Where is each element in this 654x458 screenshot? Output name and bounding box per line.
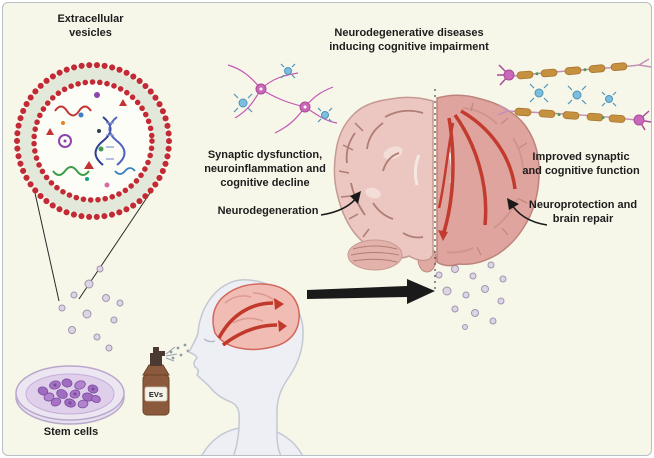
mirna-icon: [114, 167, 136, 175]
diseased-neurons: [227, 63, 338, 134]
nasal-spray-bottle: [142, 347, 170, 416]
stem-cells-cluster: [37, 378, 101, 409]
bottle-label-sticker: [144, 386, 168, 402]
vesicle-illustration: [14, 62, 172, 220]
lipid-bilayer-outer-heads: [14, 62, 172, 220]
left-effects-label: Synaptic dysfunction, neuroinflammation …: [204, 149, 326, 189]
rna-icon: [54, 105, 92, 117]
healthy-neurons: [497, 58, 651, 131]
healthy-hemisphere: [436, 94, 540, 267]
repair-tracts: [437, 109, 517, 241]
mrna-icon: [52, 166, 90, 176]
neurodegeneration-arrow: [320, 191, 361, 216]
spray-mist: [165, 343, 190, 362]
petri-dish: [15, 365, 125, 425]
lipid-bilayer-inner-heads: [31, 79, 155, 203]
bottle-label: EVs: [148, 390, 164, 399]
right-effects-label: Improved synaptic and cognitive function: [522, 151, 640, 177]
coronal-brain-section: [333, 89, 540, 293]
lipid-tails-ring: [19, 67, 167, 215]
ev-particles-left: [58, 265, 124, 352]
myelin-sheaths-bottom: [514, 107, 626, 123]
main-title: Neurodegenerative diseases inducing cogn…: [329, 27, 489, 53]
cerebellum: [347, 239, 403, 271]
neurodegeneration-label: Neurodegeneration: [217, 205, 319, 217]
brain-uptake-arrows: [217, 298, 287, 347]
dna-icon: [94, 116, 126, 166]
neuroprotection-arrow: [507, 198, 548, 226]
vesicle-lumen: [36, 84, 150, 198]
astrocyte-cells: [529, 83, 617, 107]
cargo-molecules: [46, 92, 127, 188]
neuroprotection-label: Neuroprotection and brain repair: [528, 199, 638, 225]
diseased-hemisphere: [333, 96, 434, 271]
microglia-cells: [233, 63, 333, 123]
extracellular-vesicles-label: Extracellular vesicles: [57, 13, 124, 39]
stem-cells-label: Stem cells: [43, 426, 99, 438]
big-right-arrow: [307, 279, 435, 304]
brain-sagittal: [212, 283, 300, 351]
figure-artwork: [14, 58, 651, 455]
myelin-sheaths-top: [516, 62, 628, 80]
eye-line: [203, 338, 216, 343]
ev-particles-right: [435, 261, 507, 330]
protein-ring-icon: [58, 134, 72, 148]
